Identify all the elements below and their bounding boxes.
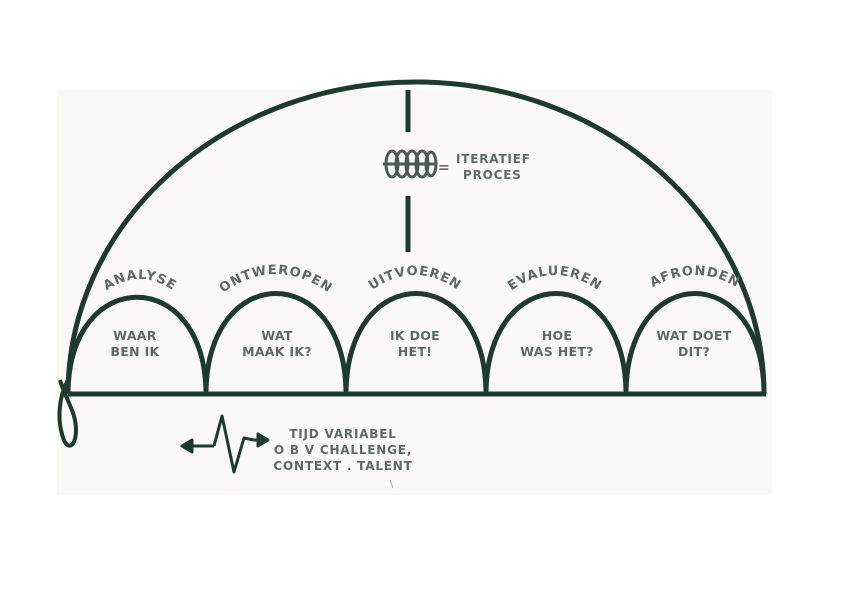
phase-arch-3 (343, 291, 489, 395)
legend-equals: = (438, 160, 451, 176)
legend-line-2: PROCES (463, 168, 522, 182)
phase-text-4: HOE WAS HET? (510, 328, 604, 360)
time-note-line-2: O B V CHALLENGE, (273, 443, 413, 457)
phase-text-5-line-2: DIT? (677, 344, 710, 359)
legend-line-1: ITERATIEF (456, 152, 531, 166)
phase-text-4-line-1: HOE (541, 328, 573, 343)
phase-arch-5 (623, 291, 767, 395)
stray-mark (389, 479, 394, 489)
phase-text-5-line-1: WAT DOET (656, 328, 732, 343)
phase-text-3: IK DOE HET! (370, 328, 460, 360)
phase-text-2-line-2: MAAK IK? (242, 344, 312, 359)
time-note-line-1: TIJD VARIABEL (289, 427, 397, 441)
time-note: TIJD VARIABEL O B V CHALLENGE, CONTEXT .… (268, 426, 418, 474)
phase-text-3-line-2: HET! (397, 344, 433, 359)
phase-text-1-line-2: BEN IK (110, 344, 160, 359)
time-note-line-3: CONTEXT . TALENT (273, 459, 413, 473)
phase-text-2-line-1: WAT (261, 328, 293, 343)
phase-text-4-line-2: WAS HET? (520, 344, 594, 359)
loop-icon (57, 379, 79, 448)
phase-text-3-line-1: IK DOE (389, 328, 441, 343)
phase-text-1: WAAR BEN IK (95, 328, 175, 360)
outer-arch (65, 79, 767, 395)
coil-icon (383, 149, 438, 179)
legend-text: ITERATIEF PROCES (456, 151, 531, 183)
phase-text-2: WAT MAAK IK? (232, 328, 322, 360)
phase-arch-1 (65, 294, 209, 395)
time-wave-icon (180, 414, 270, 474)
phase-arch-4 (483, 291, 629, 395)
phase-text-5: WAT DOET DIT? (646, 328, 742, 360)
phase-text-1-line-1: WAAR (113, 328, 157, 343)
phase-arch-2 (203, 291, 349, 395)
